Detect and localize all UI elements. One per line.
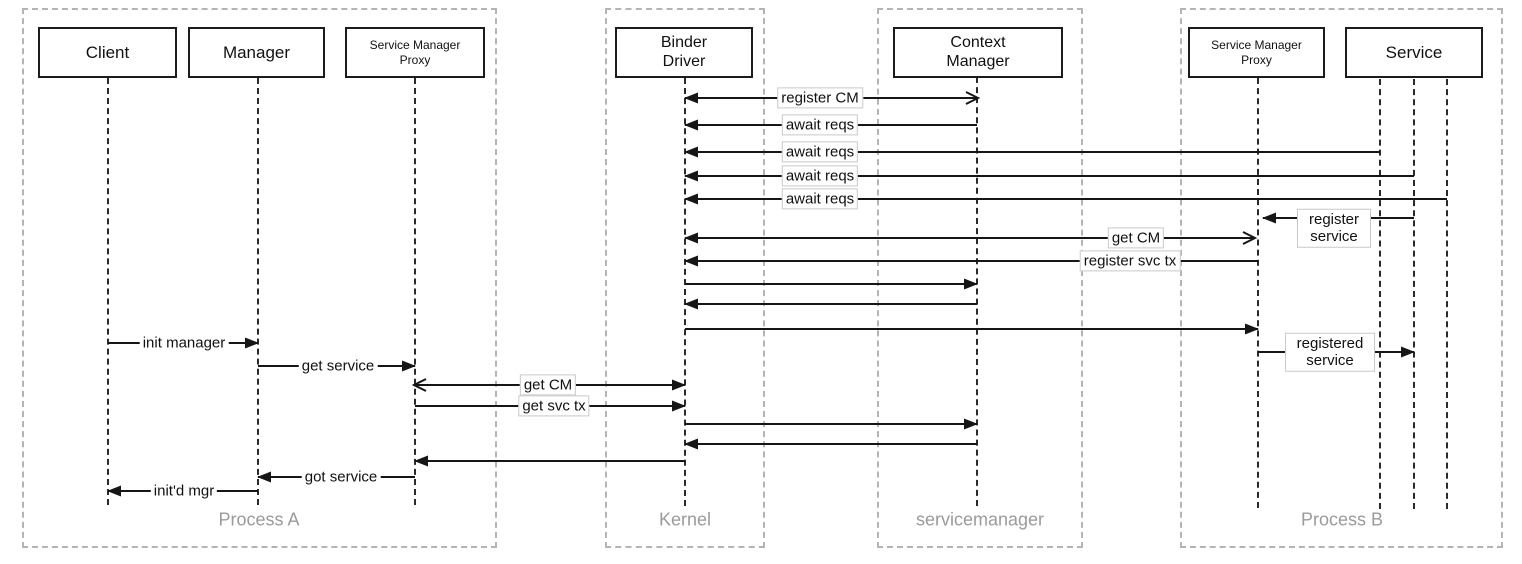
await-reqs-label-2: await reqs (781, 141, 859, 163)
get-svc-tx-label: get svc tx (518, 395, 590, 417)
register-service-label: register service (1297, 208, 1371, 248)
participant-client: Client (38, 27, 177, 78)
binder-driver-lifeline (684, 78, 686, 506)
participant-service: Service (1345, 27, 1483, 78)
await-reqs-label-1: await reqs (781, 114, 859, 136)
got-service-label: got service (301, 467, 381, 487)
register-svc-tx-label: register svc tx (1079, 250, 1181, 272)
await-reqs-label-4: await reqs (781, 188, 859, 210)
get-cm-b-label: get CM (1107, 227, 1165, 249)
process-a-container (22, 8, 497, 548)
participant-smp-b: Service Manager Proxy (1188, 27, 1325, 78)
participant-smp-a: Service Manager Proxy (345, 27, 485, 78)
client-lifeline (107, 78, 109, 505)
await-reqs-label-3: await reqs (781, 165, 859, 187)
servicemanager-label: servicemanager (915, 509, 1045, 530)
manager-lifeline (257, 78, 259, 505)
service-thread-3-lifeline (1446, 79, 1448, 509)
initd-mgr-label: init'd mgr (150, 481, 218, 501)
process-a-label: Process A (218, 509, 300, 530)
get-service-label: get service (298, 356, 378, 376)
context-manager-lifeline (976, 77, 978, 506)
participant-manager: Manager (188, 27, 325, 78)
service-thread-1-lifeline (1379, 79, 1381, 509)
smp-a-lifeline (414, 78, 416, 505)
process-b-label: Process B (1300, 509, 1384, 530)
init-manager-label: init manager (139, 333, 229, 353)
kernel-container (605, 8, 765, 548)
process-b-container (1180, 8, 1503, 548)
smp-b-lifeline (1257, 78, 1259, 508)
participant-binder-driver: Binder Driver (615, 27, 753, 78)
servicemanager-container (877, 8, 1083, 548)
register-cm-label: register CM (777, 87, 863, 109)
participant-context-manager: Context Manager (893, 27, 1063, 78)
service-thread-2-lifeline (1413, 79, 1415, 509)
get-cm-a-label: get CM (519, 374, 577, 396)
registered-service-label: registered service (1285, 332, 1375, 372)
kernel-label: Kernel (658, 509, 712, 530)
